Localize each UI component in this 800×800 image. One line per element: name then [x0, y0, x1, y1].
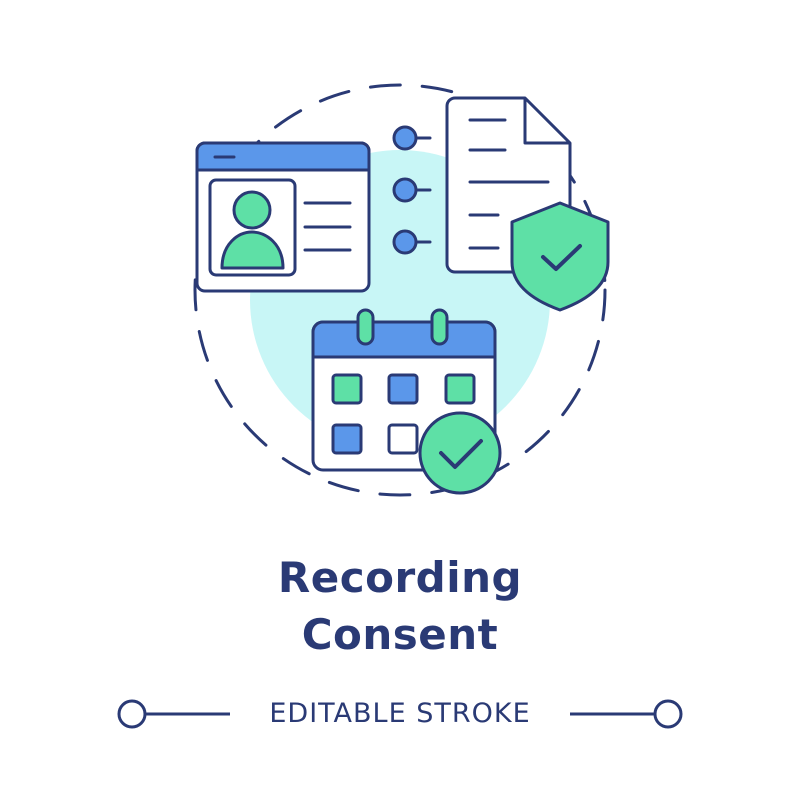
profile-window-icon: [195, 141, 371, 293]
dashed-ring: [193, 83, 607, 497]
check-badge-icon: [418, 411, 502, 495]
recording-consent-illustration: [193, 83, 610, 497]
title-line-2: Consent: [301, 610, 499, 659]
connector-dots-icon: [392, 125, 432, 255]
left-connector-icon: [117, 699, 230, 729]
footer-label: EDITABLE STROKE: [269, 698, 531, 729]
shield-check-icon: [510, 201, 610, 312]
right-connector-icon: [570, 699, 683, 729]
footer-decoration: [117, 699, 683, 729]
title-line-1: Recording: [277, 553, 523, 602]
